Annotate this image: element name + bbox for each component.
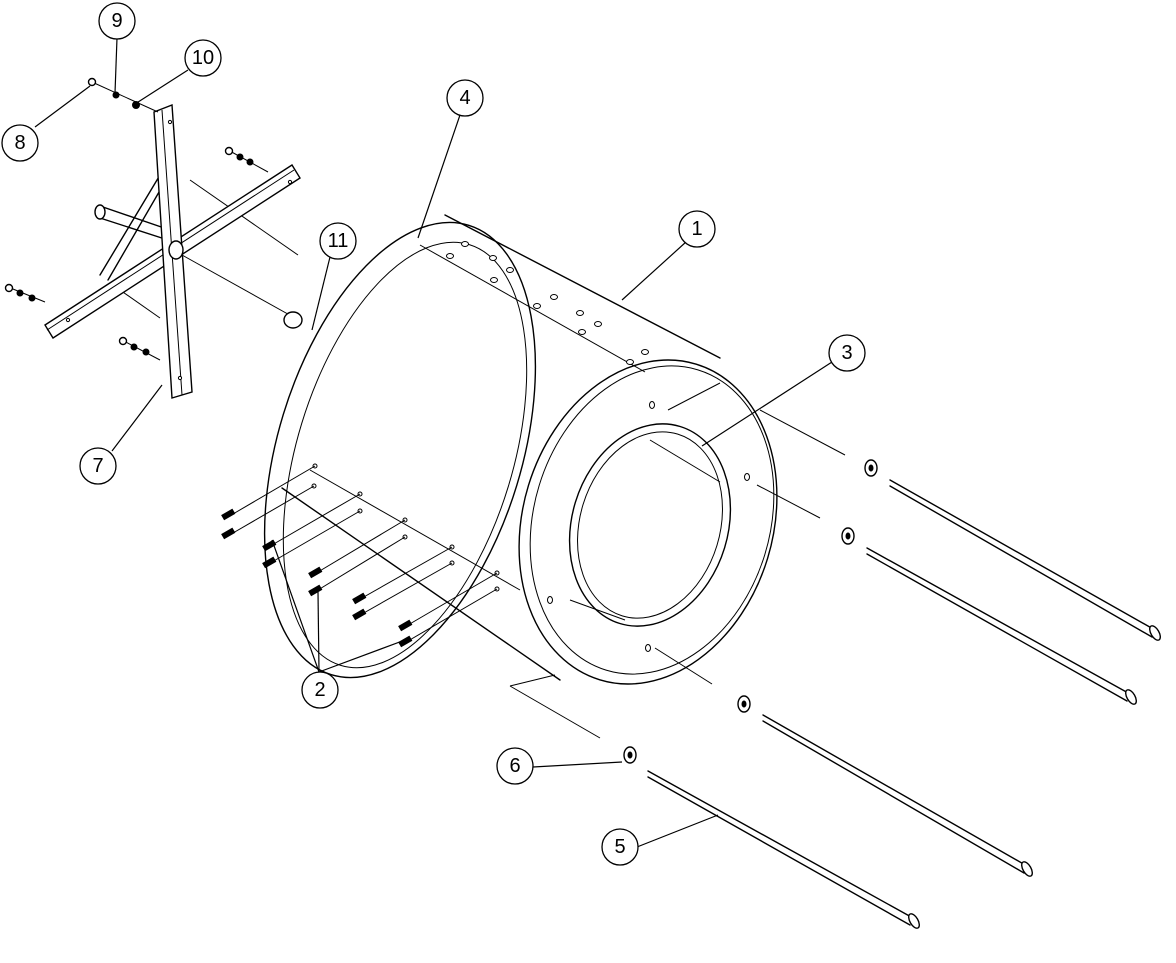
drum-part <box>263 214 778 685</box>
leader-lines <box>34 37 833 848</box>
fastener-stacks <box>4 77 269 361</box>
screws <box>221 465 498 648</box>
washers <box>623 459 878 764</box>
callout-2: 2 <box>301 671 339 709</box>
callout-label: 6 <box>509 755 520 777</box>
callout-9: 9 <box>98 2 136 40</box>
callout-label: 3 <box>841 342 852 364</box>
rods <box>509 382 1161 929</box>
callout-6: 6 <box>496 747 534 785</box>
callout-label: 5 <box>614 836 625 858</box>
callout-5: 5 <box>601 828 639 866</box>
top-holes <box>446 241 649 365</box>
callout-4: 4 <box>446 79 484 117</box>
callout-label: 9 <box>111 10 122 32</box>
cross-frame <box>44 104 301 399</box>
callout-8: 8 <box>1 124 39 162</box>
callout-label: 4 <box>459 87 470 109</box>
callout-label: 10 <box>192 47 214 69</box>
callout-label: 7 <box>92 455 103 477</box>
callout-label: 8 <box>14 132 25 154</box>
callout-10: 10 <box>184 39 222 77</box>
callout-label: 2 <box>314 679 325 701</box>
callout-1: 1 <box>678 210 716 248</box>
callout-3: 3 <box>828 334 866 372</box>
callout-11: 11 <box>319 222 357 260</box>
callout-7: 7 <box>79 447 117 485</box>
callout-label: 11 <box>328 230 349 252</box>
callout-label: 1 <box>691 218 702 240</box>
bushing <box>283 311 303 329</box>
